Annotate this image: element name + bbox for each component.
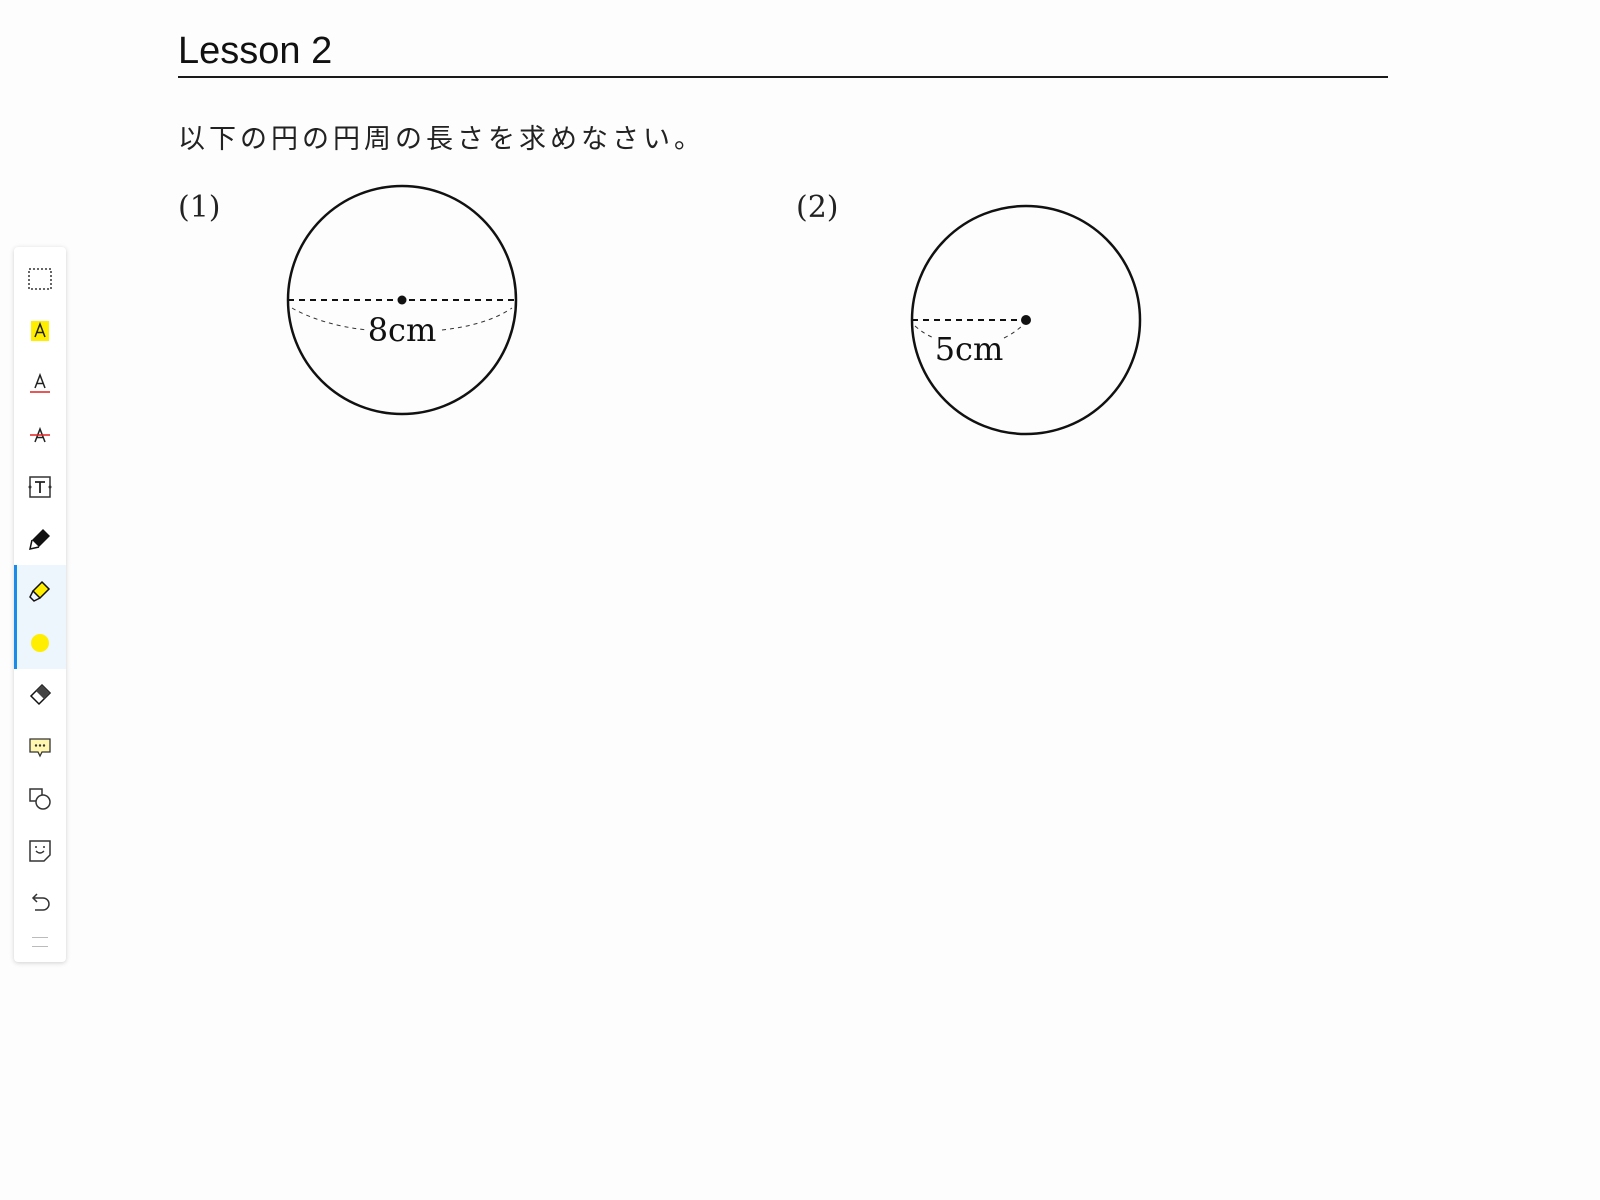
sticker-tool[interactable] (14, 825, 66, 877)
lesson-title: Lesson 2 (178, 30, 333, 72)
underline-text-icon (30, 372, 50, 393)
color-dot-icon (31, 634, 49, 652)
diameter-label: 8cm (368, 311, 437, 349)
text-box-tool[interactable] (14, 461, 66, 513)
highlighter-icon (29, 580, 51, 602)
text-box-icon (28, 476, 52, 498)
dimension-arc-right (441, 307, 513, 331)
dimension-arc-left (914, 325, 935, 339)
undo-icon (31, 893, 50, 911)
pen-icon (29, 529, 50, 550)
dimension-arc-left (291, 307, 368, 331)
radius-label: 5cm (935, 330, 1004, 368)
sticker-icon (29, 840, 51, 862)
text-highlight-tool[interactable] (14, 305, 66, 357)
title-underline (178, 76, 1388, 78)
strikethrough-tool[interactable] (14, 409, 66, 461)
annotation-toolbar (14, 247, 66, 962)
dimension-arc-right (1003, 323, 1025, 339)
underline-tool[interactable] (14, 357, 66, 409)
eraser-icon (29, 683, 52, 706)
question-text: 以下の円の円周の長さを求めなさい。 (178, 124, 705, 155)
dashed-rectangle-icon (28, 268, 52, 290)
color-picker[interactable] (14, 617, 66, 669)
highlight-text-icon (31, 321, 49, 341)
problem-2-number: (2) (796, 190, 839, 225)
center-point (397, 295, 407, 305)
center-point (1021, 315, 1031, 325)
shapes-icon (29, 788, 51, 810)
toolbar-drag-handle[interactable] (32, 937, 48, 947)
highlighter-tool[interactable] (14, 565, 66, 617)
selection-tool[interactable] (14, 253, 66, 305)
problem-1-circle-figure: 8cm (286, 184, 518, 416)
shape-tool[interactable] (14, 773, 66, 825)
eraser-tool[interactable] (14, 669, 66, 721)
problem-1-number: (1) (178, 190, 221, 225)
undo-button[interactable] (14, 877, 66, 929)
problem-2-circle-figure: 5cm (910, 204, 1142, 436)
pen-tool[interactable] (14, 513, 66, 565)
comment-icon (29, 738, 51, 758)
strikethrough-text-icon (30, 426, 50, 443)
comment-tool[interactable] (14, 721, 66, 773)
